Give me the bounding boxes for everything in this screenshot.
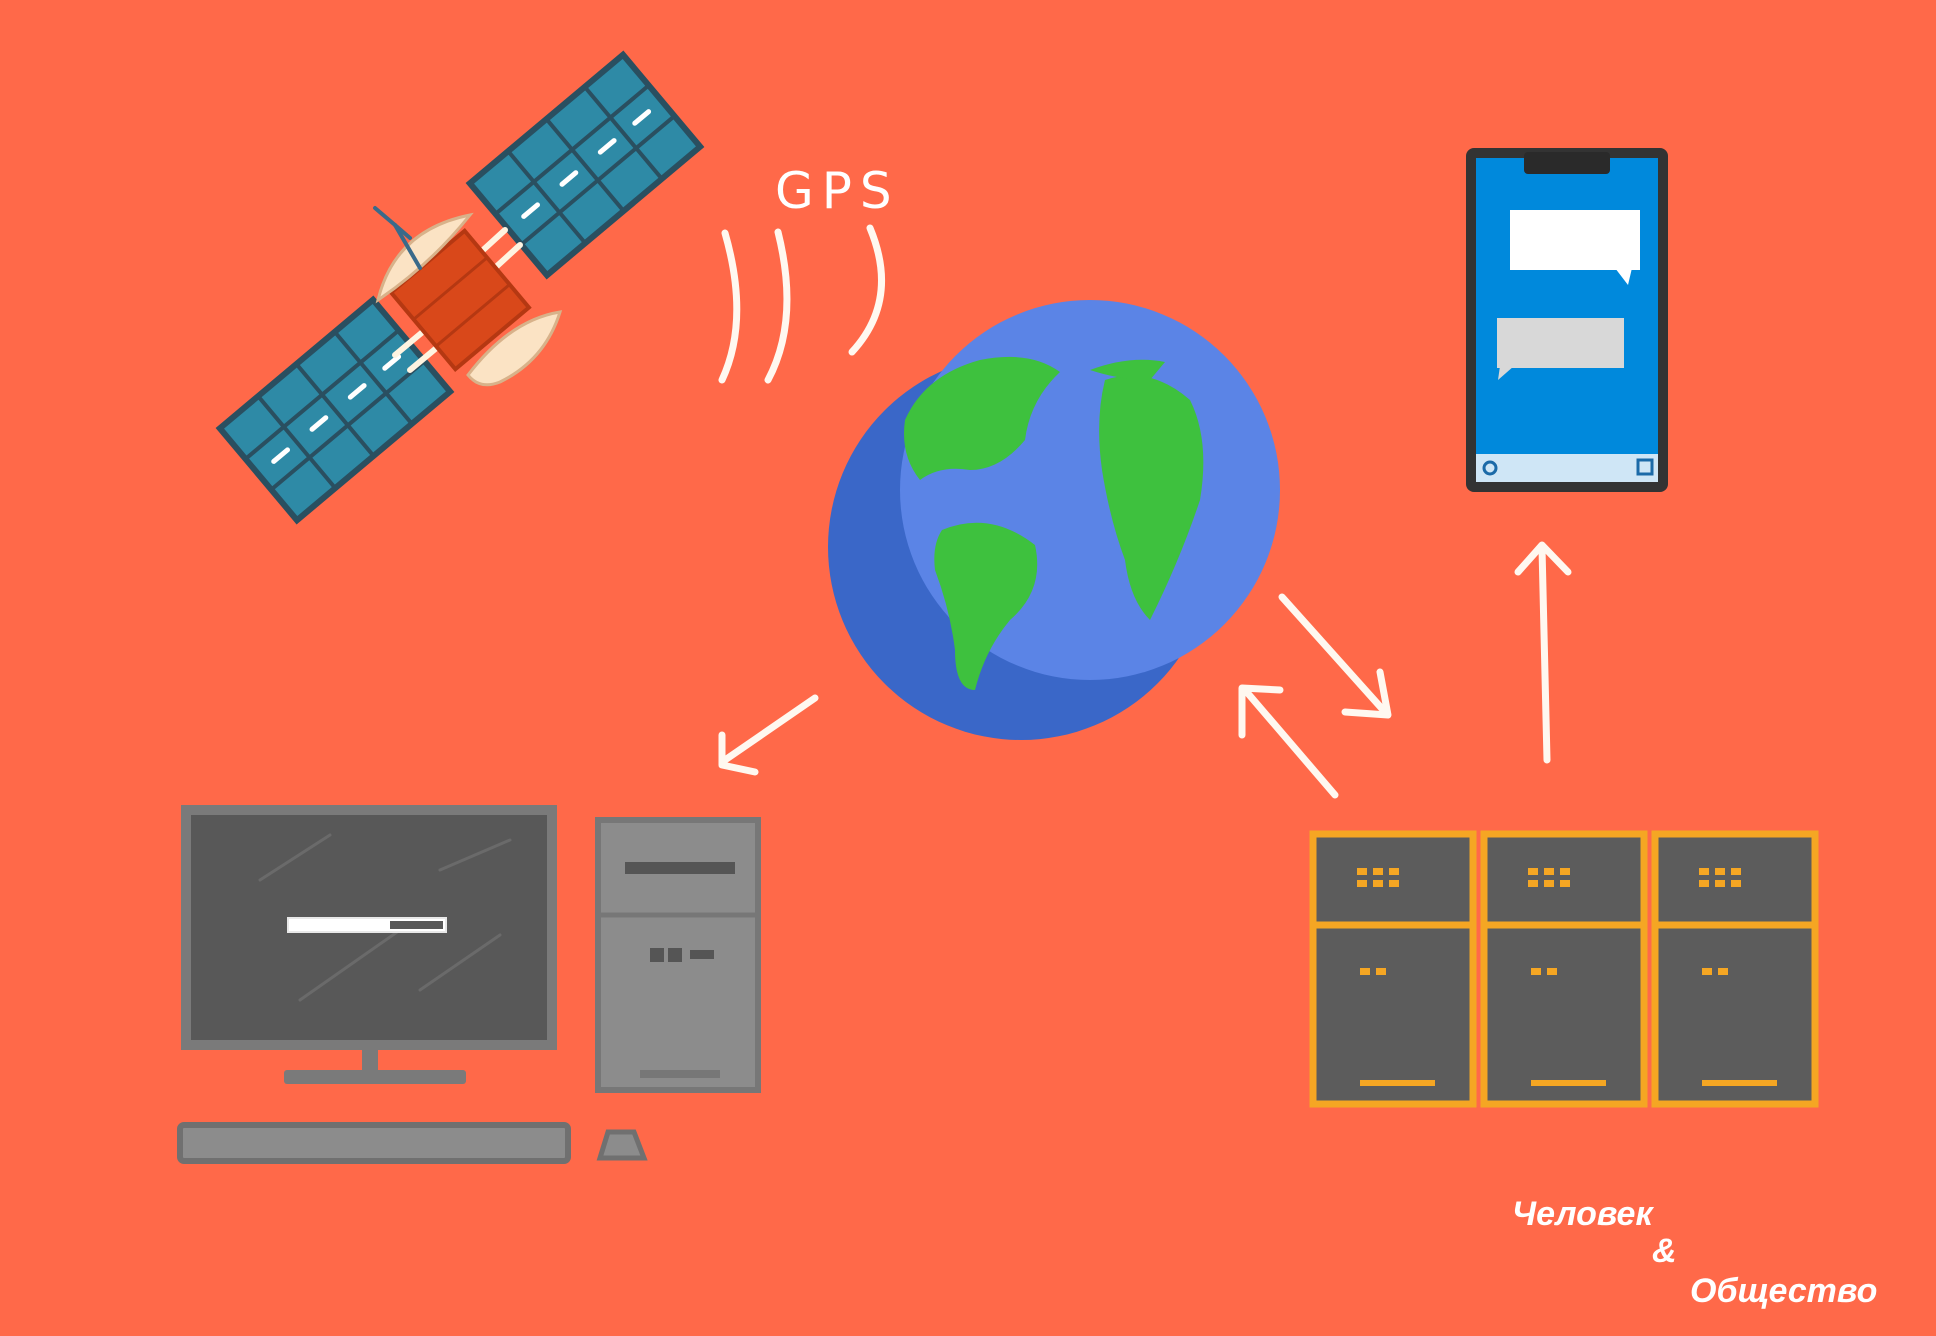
chat-bubble-outgoing [1497,318,1624,380]
loading-progress-bar [287,917,447,933]
emoji-icon [1482,460,1498,476]
server-unit [1651,830,1819,1108]
arrow-servers-to-phone [1514,541,1572,764]
gps-label: GPS [775,162,900,220]
satellite-icon [215,50,705,525]
logo-line-3: Общество [1690,1272,1877,1310]
globe-icon [828,300,1280,740]
mouse-icon [596,1129,648,1161]
keyboard-icon [177,1122,571,1164]
publisher-logo: Человек & Общество [1512,1195,1877,1310]
server-rack-icon [1309,830,1819,1108]
camera-icon [1636,458,1654,476]
server-unit [1309,830,1477,1108]
arrow-earth-to-computer [718,694,819,776]
smartphone-icon [1466,148,1668,492]
logo-line-1: Человек [1512,1195,1654,1233]
chat-bubble-incoming [1510,210,1640,285]
signal-waves [718,224,885,384]
desktop-computer-icon [177,805,761,1164]
arrow-earth-to-servers [1278,593,1392,719]
arrow-servers-to-earth [1238,684,1339,799]
server-unit [1480,830,1648,1108]
logo-line-2: & [1652,1232,1677,1270]
